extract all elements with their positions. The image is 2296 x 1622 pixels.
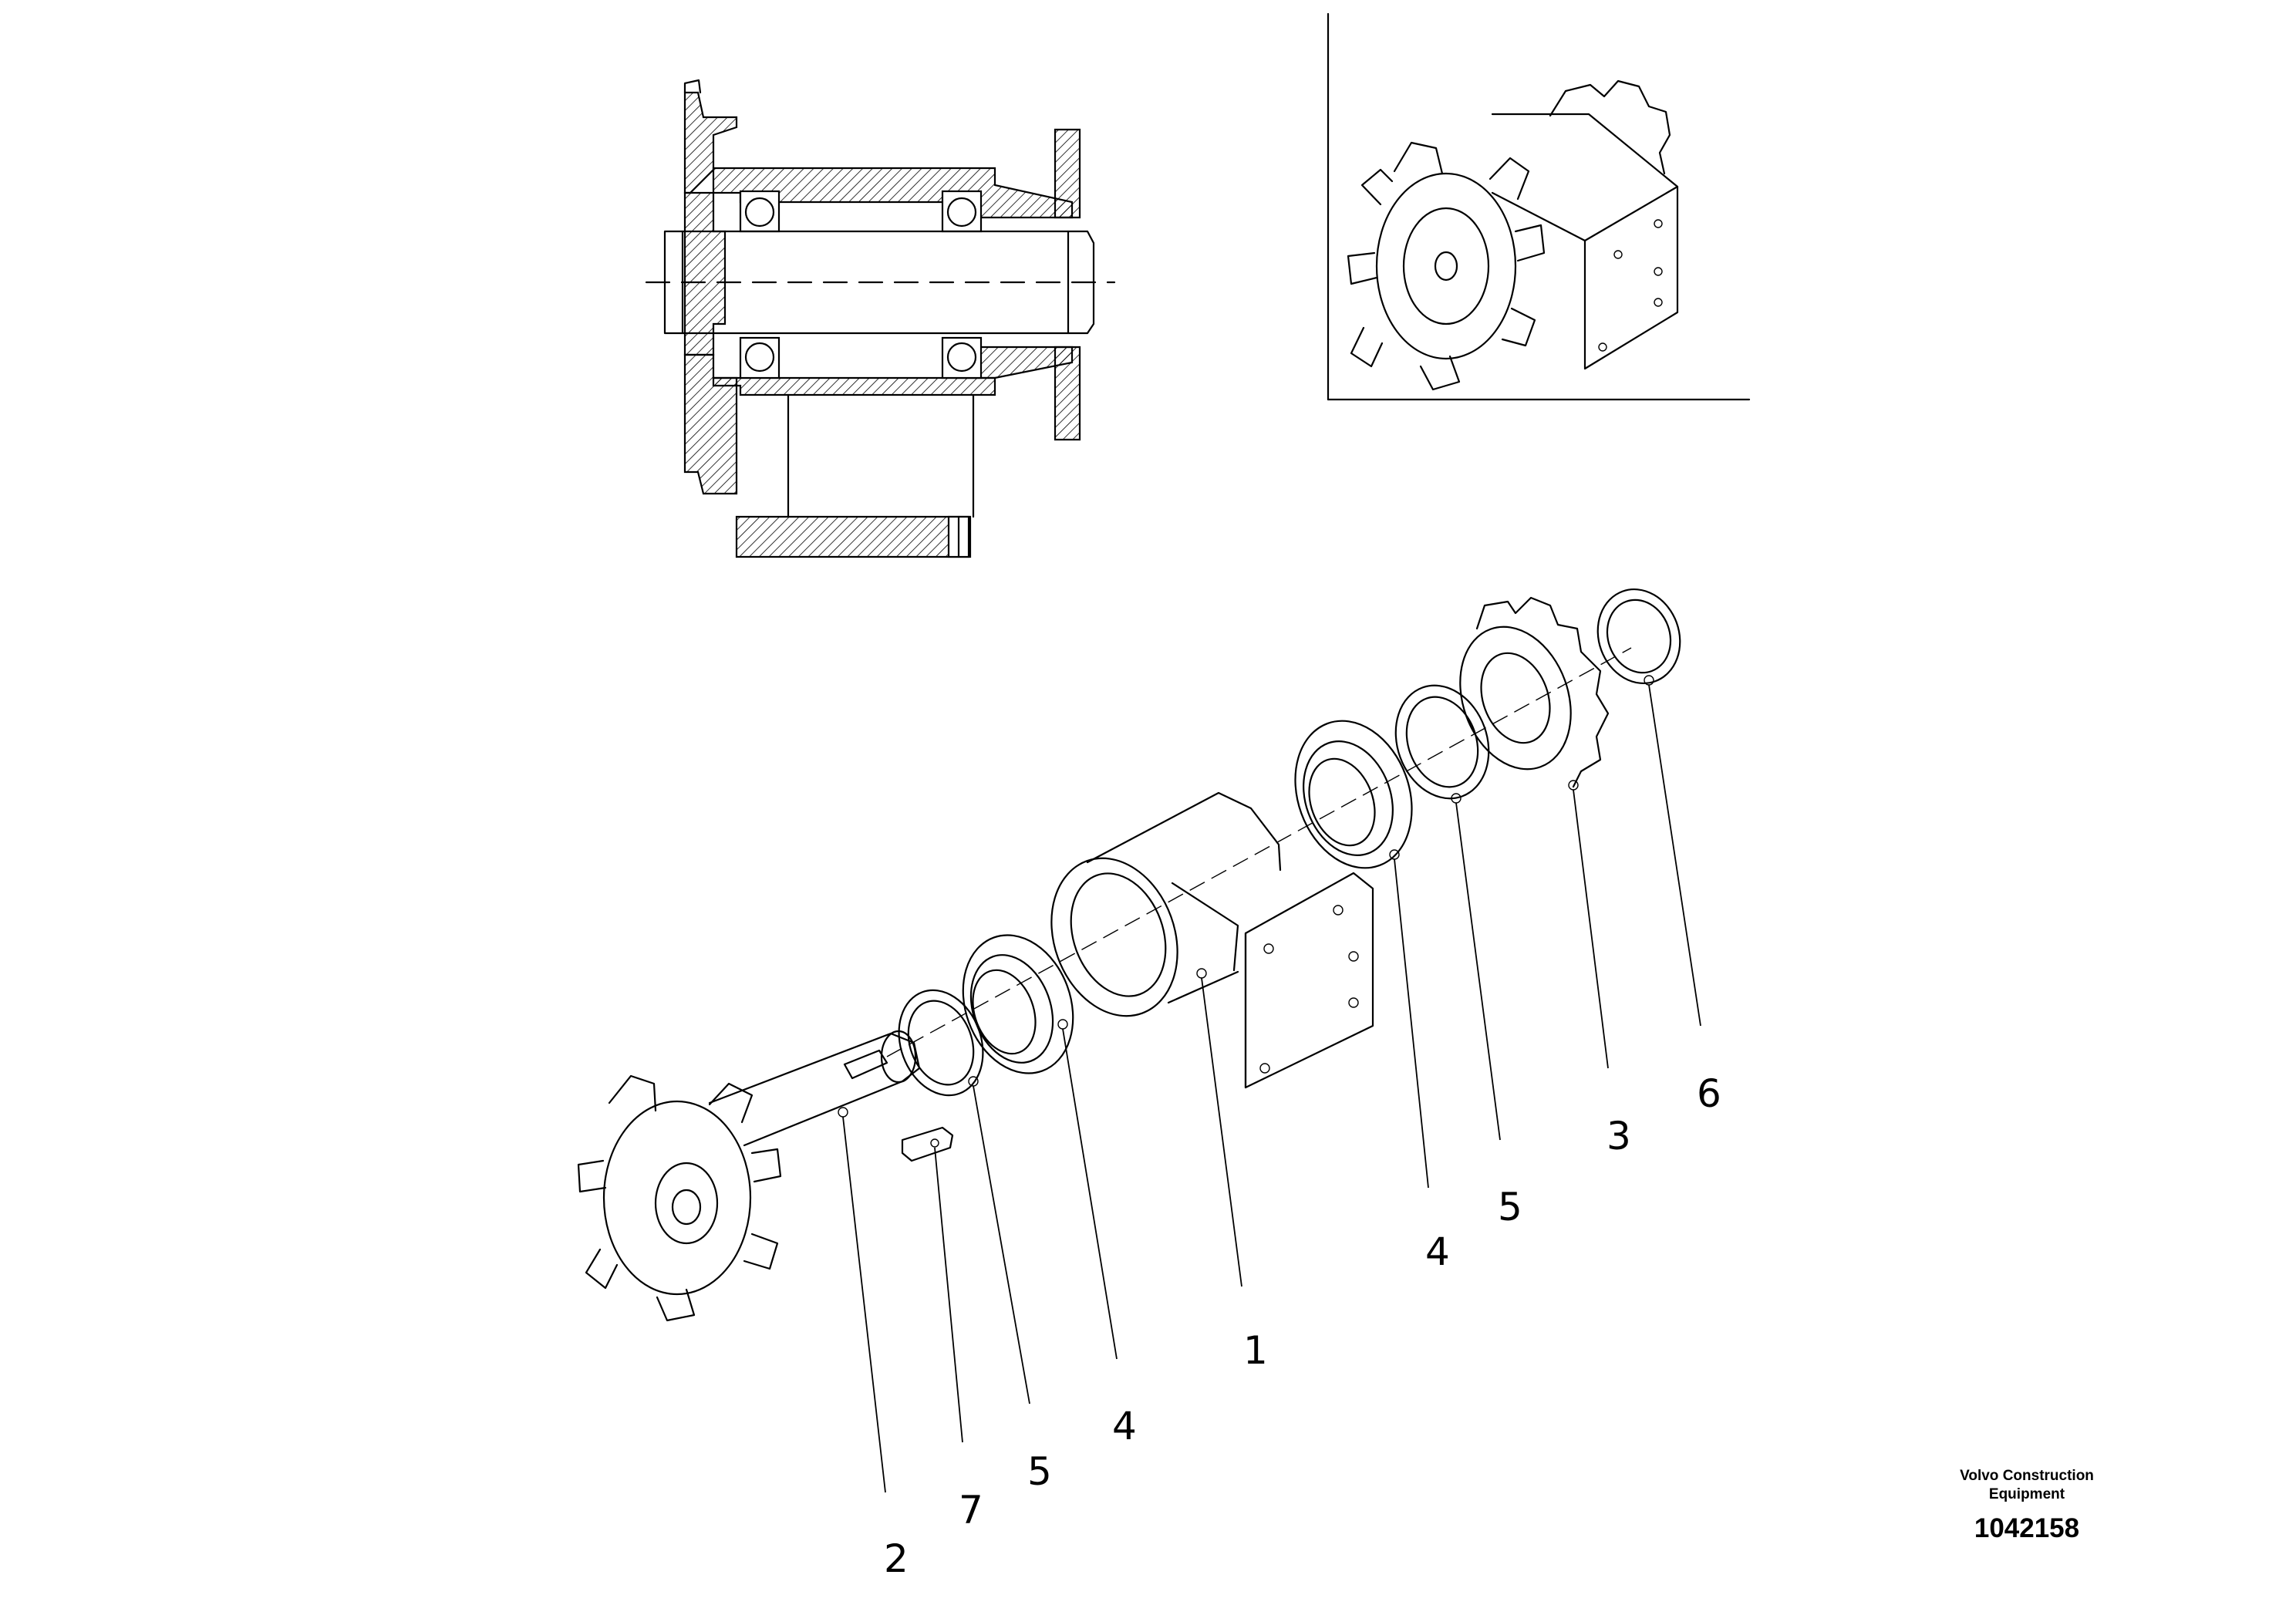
callout-labels: 1 2 3 4 4 5 5 6 7 <box>884 1071 1721 1581</box>
callout-7: 7 <box>959 1488 983 1533</box>
part-4-bearing-rear <box>1294 720 1413 869</box>
callout-2: 2 <box>884 1536 909 1581</box>
company-name-line1: Volvo Construction <box>1960 1468 2094 1484</box>
company-footer: Volvo Construction Equipment 1042158 <box>1911 1467 2143 1546</box>
callout-4-rear: 4 <box>1425 1229 1450 1274</box>
callout-1: 1 <box>1243 1328 1268 1373</box>
company-name-line2: Equipment <box>1988 1486 2065 1502</box>
cross-section-view <box>645 79 1116 558</box>
callout-4-front: 4 <box>1112 1404 1137 1448</box>
callout-6: 6 <box>1697 1071 1721 1116</box>
callout-5-front: 5 <box>1027 1449 1052 1494</box>
leader-lines <box>842 684 1701 1493</box>
part-3-rear-sprocket <box>1459 596 1610 791</box>
part-4-bearing-front <box>962 934 1074 1074</box>
part-5-ring-rear <box>1394 684 1490 804</box>
callout-3: 3 <box>1607 1114 1631 1158</box>
exploded-view <box>577 588 1681 1322</box>
part-2-drive-sprocket-shaft <box>577 1030 921 1322</box>
part-7-key <box>901 1126 954 1162</box>
drawing-number: 1042158 <box>1974 1513 2080 1543</box>
callout-5-rear: 5 <box>1498 1185 1522 1229</box>
part-6-washer <box>1596 588 1681 686</box>
part-5-ring-front <box>898 989 984 1097</box>
inset-assembly-view <box>1327 12 1751 401</box>
